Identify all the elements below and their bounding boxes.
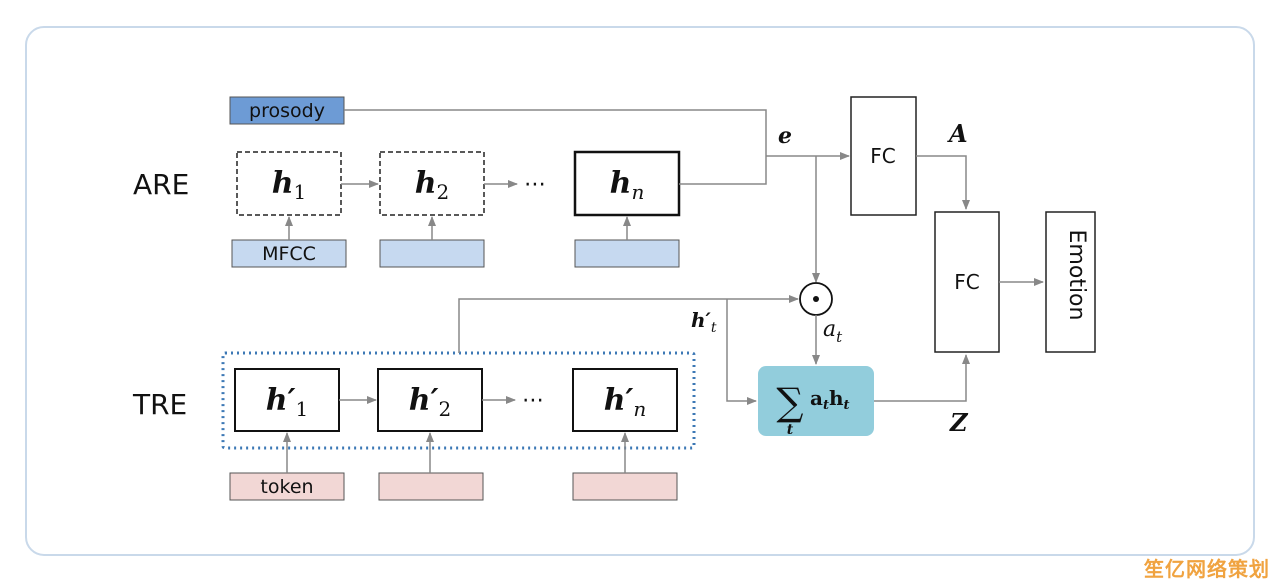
token-label: token	[260, 476, 313, 498]
tre-node-h2-label: h′2	[409, 383, 451, 421]
fc-mid-box	[934, 211, 1000, 353]
are-node-hn	[573, 150, 681, 217]
are-ellipsis: ⋯	[524, 172, 546, 197]
are-node-h1-label: h1	[272, 166, 307, 204]
emotion-label: Emotion	[1064, 230, 1089, 321]
emotion-box	[1045, 211, 1096, 353]
h-prime-t-line	[726, 299, 757, 405]
tre-node-h1-label: h′1	[266, 383, 308, 421]
sum-expression: atht	[810, 386, 850, 413]
tre-node-h1	[234, 368, 340, 432]
mfcc-box-2	[379, 239, 485, 268]
arrow-hn-junction	[679, 156, 767, 185]
are-node-hn-label: hn	[610, 166, 645, 204]
are-label: ARE	[133, 168, 189, 201]
sum-sigma: ∑	[776, 380, 803, 424]
prosody-line	[344, 109, 767, 156]
fc-mid-label: FC	[954, 270, 979, 294]
weighted-sum-box	[758, 366, 874, 436]
mfcc-box-1	[231, 239, 347, 268]
are-node-h2	[379, 151, 485, 216]
tre-to-dot-line	[458, 295, 799, 353]
are-node-h2-label: h2	[415, 166, 450, 204]
sum-sigma-sub: t	[787, 422, 794, 438]
are-node-h1	[236, 151, 342, 216]
tre-node-hn-label: h′n	[604, 383, 647, 421]
token-box-n	[572, 472, 678, 501]
mfcc-label: MFCC	[262, 243, 316, 265]
a-line	[916, 155, 970, 210]
tre-ellipsis: ⋯	[522, 388, 544, 413]
e-label: e	[778, 123, 792, 149]
tre-node-h2	[377, 368, 483, 432]
dot-product-center	[813, 296, 819, 302]
a-t-label: at	[823, 317, 843, 346]
prosody-label: prosody	[249, 100, 325, 122]
token-box-1	[229, 472, 345, 501]
z-line	[874, 354, 970, 402]
h-prime-t-label: h′t	[691, 308, 717, 336]
mfcc-box-n	[574, 239, 680, 268]
tre-label: TRE	[132, 388, 187, 421]
watermark: 笙亿网络策划	[1144, 557, 1270, 581]
tre-node-hn	[572, 368, 678, 432]
prosody-box	[229, 96, 345, 125]
z-label: Z	[949, 408, 969, 437]
fc-top-label: FC	[870, 144, 895, 168]
a-label: A	[947, 119, 968, 148]
token-box-2	[378, 472, 484, 501]
